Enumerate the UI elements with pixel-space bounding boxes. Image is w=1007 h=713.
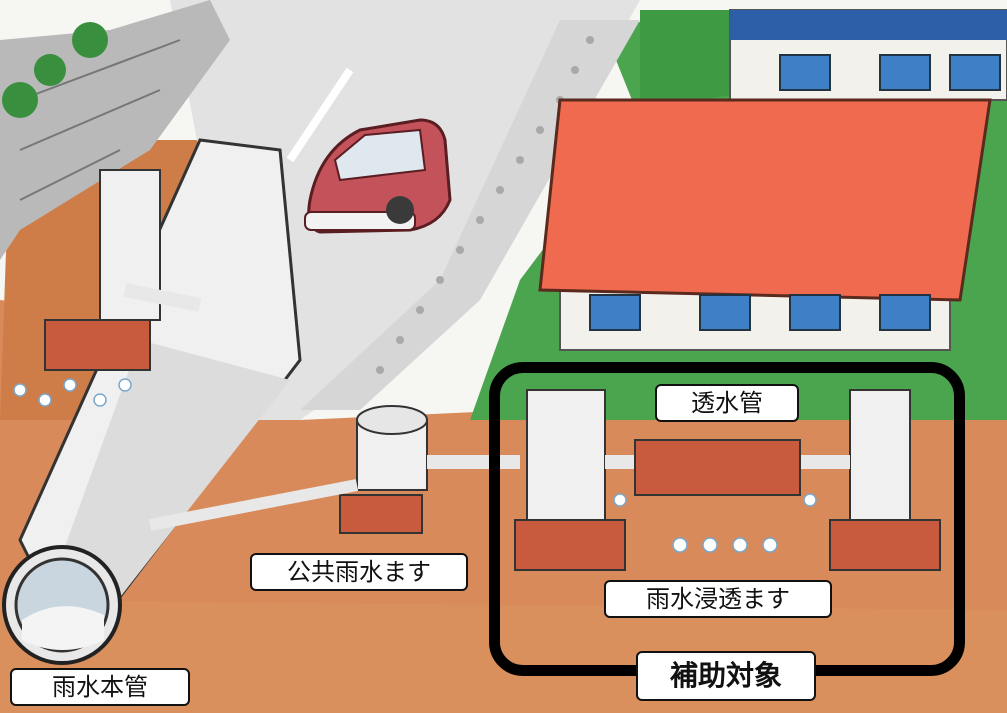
main-pipe-end — [2, 545, 122, 665]
public-rainwater-basin-label: 公共雨水ます — [250, 553, 468, 591]
infiltration-basin-left — [514, 389, 626, 571]
infiltration-water-drops — [613, 493, 817, 553]
sidewalk-cobbles — [376, 36, 594, 374]
public-basin — [148, 405, 520, 534]
rainwater-infiltration-basin-label: 雨水浸透ます — [604, 580, 832, 618]
house-windows — [589, 294, 931, 331]
rainwater-main-pipe-label: 雨水本管 — [10, 668, 190, 706]
house-roof — [538, 98, 992, 302]
main-pipe-shadow — [60, 340, 290, 610]
sidewalk — [300, 20, 640, 410]
infiltration-basin-right — [829, 389, 941, 571]
left-basin-bricks — [44, 319, 151, 371]
house-upper-windows — [779, 54, 1001, 91]
permeable-pipe — [605, 439, 850, 496]
car — [304, 118, 452, 234]
permeable-pipe-label: 透水管 — [655, 384, 799, 422]
stone-wall-pattern — [19, 39, 181, 201]
road-marking — [286, 67, 354, 163]
solar-panels — [730, 10, 1007, 40]
left-basin-pipe — [123, 283, 202, 312]
left-water-drops — [13, 378, 132, 407]
subsidy-target-label: 補助対象 — [636, 651, 816, 701]
shrubs-left — [2, 22, 108, 118]
